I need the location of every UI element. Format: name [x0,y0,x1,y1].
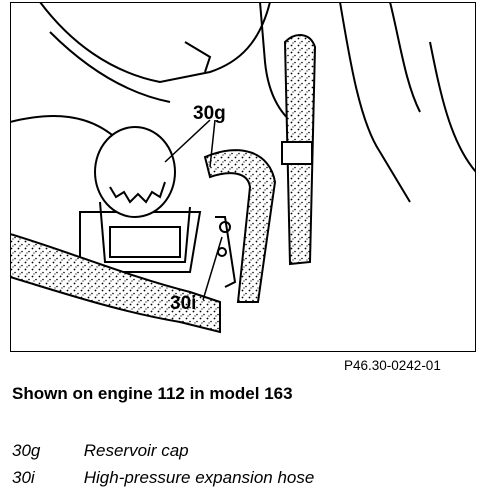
legend-text: Reservoir cap [83,441,189,460]
legend-text: High-pressure expansion hose [83,468,315,487]
figure-caption: Shown on engine 112 in model 163 [12,384,293,403]
hose-clamp [281,141,313,165]
callout-leader-30g-b [209,119,216,168]
figure-code: P46.30-0242-01 [344,358,441,373]
reservoir-cap-shape [94,126,176,218]
callout-leader-30i [202,236,223,301]
high-pressure-hose-shape [203,149,277,303]
legend-item-30i: 30i High-pressure expansion hose [12,468,314,488]
engine-diagram [9,1,477,352]
callout-label-30i: 30i [170,293,197,314]
legend-item-30g: 30g Reservoir cap [12,441,189,461]
engine-background [9,1,477,203]
legend-code: 30i [12,468,35,487]
legend-code: 30g [12,441,41,460]
reservoir [79,201,202,273]
lower-stippled-hose [9,232,221,334]
callout-label-30g: 30g [193,103,226,124]
callout-leader-30g [164,119,211,163]
